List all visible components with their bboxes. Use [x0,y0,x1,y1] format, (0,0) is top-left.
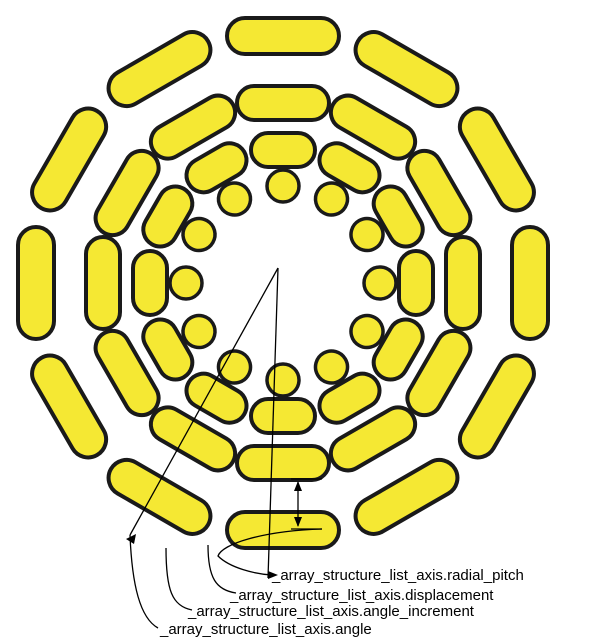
detector-element-ring3-12 [184,141,249,195]
label-displacement: _array_structure_list_axis.displacement [229,587,494,604]
detector-element-ring2-8 [148,405,238,473]
detector-element-ring3-6 [317,371,382,425]
radial-pitch-arrowhead-top [294,481,302,491]
detector-element-ring2-6 [328,405,418,473]
detector-element-ring4-9 [181,313,217,350]
displacement-arc [207,544,237,594]
detector-element-ring1-2 [353,30,460,109]
detector-element-ring2-10 [84,235,122,331]
detector-element-ring1-6 [353,457,460,536]
detector-element-ring3-3 [371,184,425,249]
angle-increment-arc [165,547,193,611]
detector-element-ring4-5 [349,313,385,350]
detector-element-ring2-1 [235,84,331,122]
detector-element-ring3-10 [131,249,169,317]
detector-element-rings [16,16,550,550]
label-radial-pitch: _array_structure_list_axis.radial_pitch [271,567,524,584]
detector-element-ring2-4 [444,235,482,331]
detector-element-ring3-4 [397,249,435,317]
detector-element-ring3-7 [249,397,317,435]
annotation-lines [126,267,323,629]
detector-element-ring2-11 [93,148,161,238]
detector-element-ring1-4 [510,225,550,341]
detector-element-ring1-3 [457,106,536,213]
detector-element-ring1-11 [30,106,109,213]
radial-pitch-pointer [217,528,323,576]
detector-element-ring1-1 [225,16,341,56]
detector-element-ring1-12 [106,30,213,109]
angle-arc [129,534,159,629]
detector-element-ring1-5 [457,353,536,460]
label-angle: _array_structure_list_axis.angle [159,621,372,638]
detector-element-ring4-3 [349,216,385,253]
detector-element-ring2-7 [235,444,331,482]
detector-element-ring3-8 [184,371,249,425]
detector-element-ring3-11 [141,184,195,249]
detector-element-ring4-4 [362,265,398,301]
angle-arc-arrowhead [126,534,136,544]
detector-element-ring2-9 [93,328,161,418]
detector-element-ring4-6 [313,349,350,385]
detector-element-ring3-9 [141,317,195,382]
radial-pitch-pointer-arrowhead [268,571,278,579]
detector-element-ring3-5 [371,317,425,382]
detector-element-ring4-11 [181,216,217,253]
detector-element-ring4-12 [216,181,253,217]
radial-pitch-arrowhead-bottom [294,517,302,527]
detector-element-ring3-1 [249,131,317,169]
detector-element-ring1-7 [225,510,341,550]
detector-element-ring2-5 [405,328,473,418]
detector-element-ring3-2 [317,141,382,195]
detector-element-ring4-7 [265,362,301,398]
label-angle-increment: _array_structure_list_axis.angle_increme… [187,603,475,620]
detector-element-ring1-10 [16,225,56,341]
detector-element-ring4-10 [168,265,204,301]
detector-element-ring2-3 [405,148,473,238]
detector-element-ring4-8 [216,349,253,385]
detector-element-ring2-2 [328,93,418,161]
detector-element-ring1-8 [106,457,213,536]
detector-element-ring4-2 [313,181,350,217]
detector-element-ring2-12 [148,93,238,161]
angle-line [129,267,279,536]
detector-element-ring4-1 [265,168,301,204]
detector-element-ring1-9 [30,353,109,460]
vertical-axis-line [267,267,279,579]
